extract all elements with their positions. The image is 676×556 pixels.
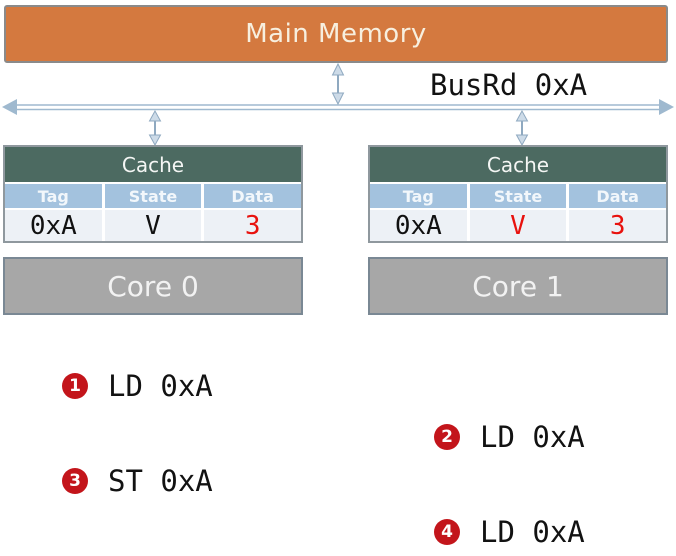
operation-1-number-badge: 1 bbox=[62, 373, 88, 399]
main-memory-label: Main Memory bbox=[245, 19, 427, 49]
operation-2: 2 LD 0xA bbox=[434, 419, 585, 454]
main-memory-box: Main Memory bbox=[4, 5, 668, 63]
cache0-tag-value: 0xA bbox=[5, 210, 102, 241]
cache0-col-state: State bbox=[104, 184, 202, 208]
cache1-entry-row: 0xA V 3 bbox=[370, 208, 667, 241]
cache0-col-data: Data bbox=[204, 184, 302, 208]
operation-1-label: LD 0xA bbox=[108, 368, 213, 403]
operation-2-label: LD 0xA bbox=[480, 419, 585, 454]
operation-4-number-badge: 4 bbox=[434, 519, 460, 545]
operation-3: 3 ST 0xA bbox=[62, 463, 213, 498]
operation-3-label: ST 0xA bbox=[108, 463, 213, 498]
core0-box: Core 0 bbox=[3, 257, 303, 315]
cache1-state-value: V bbox=[469, 210, 567, 241]
cache0-entry-row: 0xA V 3 bbox=[5, 208, 302, 241]
operation-4-label: LD 0xA bbox=[480, 514, 585, 549]
cache1-column-headers: Tag State Data bbox=[370, 182, 667, 208]
bus-transaction-label: BusRd 0xA bbox=[430, 68, 588, 102]
cache0-column-headers: Tag State Data bbox=[5, 182, 302, 208]
cache1-tag-value: 0xA bbox=[370, 210, 467, 241]
core1-box: Core 1 bbox=[368, 257, 668, 315]
core1-label: Core 1 bbox=[472, 269, 564, 303]
cache1-col-data: Data bbox=[569, 184, 667, 208]
cache1-data-value: 3 bbox=[569, 210, 667, 241]
bus-cache1-arrow bbox=[515, 109, 529, 147]
memory-bus-arrow bbox=[331, 62, 345, 106]
bus-arrowhead-left bbox=[2, 99, 17, 115]
operation-3-number-badge: 3 bbox=[62, 468, 88, 494]
cache1-table: Cache Tag State Data 0xA V 3 bbox=[368, 145, 668, 243]
cache1-col-state: State bbox=[469, 184, 567, 208]
cache0-col-tag: Tag bbox=[5, 184, 102, 208]
cache0-table: Cache Tag State Data 0xA V 3 bbox=[3, 145, 303, 243]
cache1-title: Cache bbox=[370, 147, 666, 182]
cache0-data-value: 3 bbox=[204, 210, 302, 241]
cache0-state-value: V bbox=[104, 210, 202, 241]
cache0-title: Cache bbox=[5, 147, 301, 182]
bus-cache0-arrow bbox=[148, 109, 162, 147]
operation-4: 4 LD 0xA bbox=[434, 514, 585, 549]
cache1-col-tag: Tag bbox=[370, 184, 467, 208]
bus-arrowhead-right bbox=[659, 99, 674, 115]
operation-1: 1 LD 0xA bbox=[62, 368, 213, 403]
operation-2-number-badge: 2 bbox=[434, 424, 460, 450]
core0-label: Core 0 bbox=[107, 269, 199, 303]
